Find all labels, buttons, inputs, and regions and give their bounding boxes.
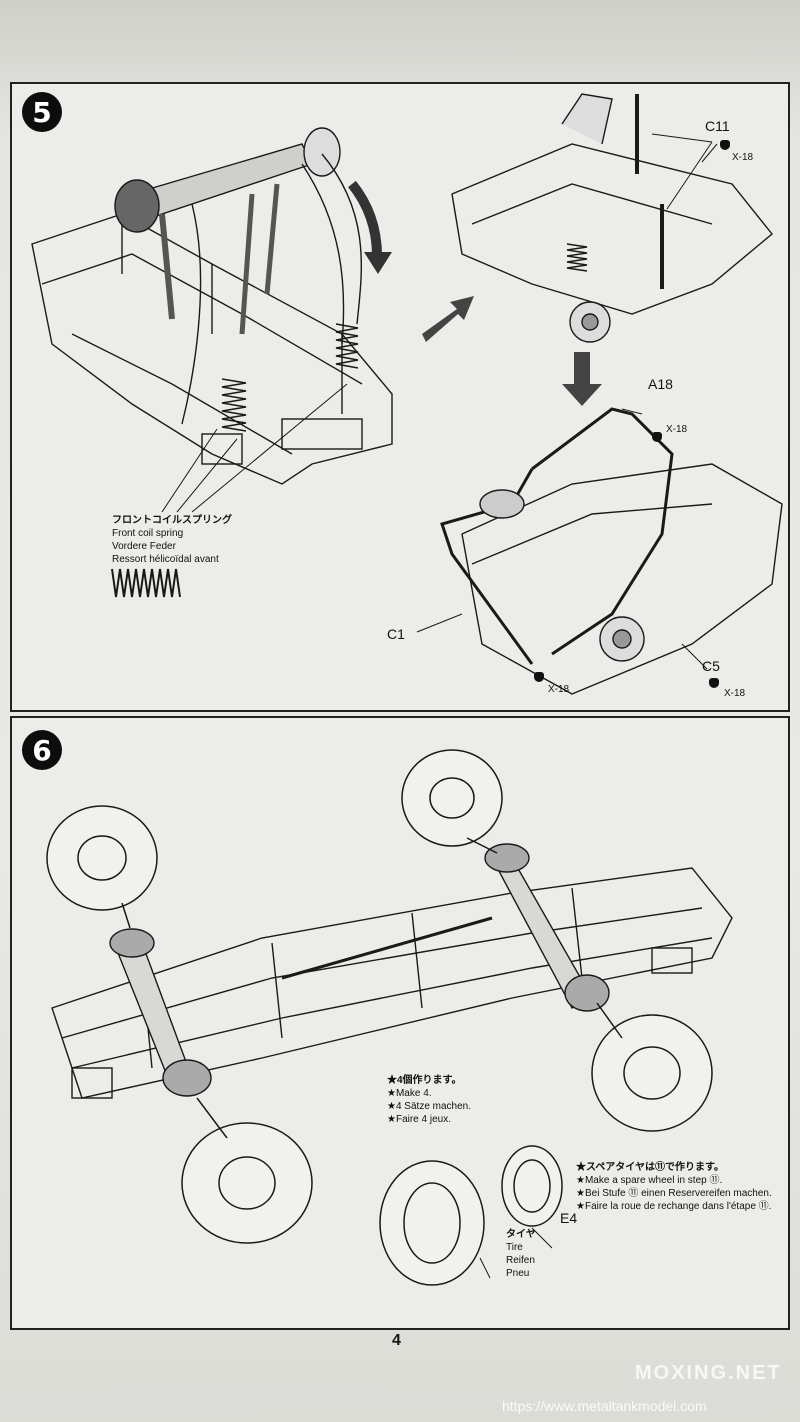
make-four-de: ★4 Sätze machen. (387, 1101, 472, 1112)
coil-springs (221, 323, 359, 432)
part-label-e4: E4 (560, 1210, 578, 1226)
screw-icon (534, 672, 544, 682)
shock-absorber-view (451, 93, 773, 343)
make-four-fr: ★Faire 4 jeux. (387, 1114, 451, 1125)
spring-caption-fr: Ressort hélicoïdal avant (112, 554, 219, 565)
make-four-jp: ★4個作ります。 (387, 1075, 462, 1086)
tire-jp: タイヤ (506, 1229, 536, 1240)
watermark-url: https://www.metaltankmodel.com (502, 1398, 707, 1414)
spare-wheel-note: ★スペアタイヤは⑪で作ります。 ★Make a spare wheel in s… (576, 1161, 772, 1213)
screw-label-a18: X-18 (666, 424, 688, 435)
make-four-en: ★Make 4. (387, 1088, 432, 1099)
spare-en: ★Make a spare wheel in step ⑪. (576, 1175, 723, 1186)
screw-icon (720, 140, 730, 150)
spring-caption-jp: フロントコイルスプリング (112, 515, 232, 526)
tire-en: Tire (506, 1242, 523, 1253)
screw-icon (652, 432, 662, 442)
tire-label: タイヤ Tire Reifen Pneu (506, 1228, 536, 1280)
part-label-c1: C1 (387, 626, 405, 642)
spare-de: ★Bei Stufe ⑪ einen Reservereifen machen. (576, 1188, 772, 1199)
watermark-brand: MOXING.NET (635, 1362, 782, 1384)
front-axle (114, 127, 363, 425)
part-label-c5: C5 (702, 658, 720, 674)
step-5-badge: 5 (22, 92, 62, 132)
tire-de: Reifen (506, 1255, 535, 1266)
spare-jp: ★スペアタイヤは⑪で作ります。 (576, 1162, 724, 1173)
tire-fr: Pneu (506, 1268, 530, 1279)
spring-caption: フロントコイルスプリング Front coil spring Vordere F… (112, 514, 232, 566)
stabilizer-view (416, 407, 783, 695)
part-label-a18: A18 (648, 376, 673, 392)
make-four-note: ★4個作ります。 ★Make 4. ★4 Sätze machen. ★Fair… (387, 1074, 471, 1126)
page-number: 4 (392, 1332, 401, 1349)
step-6-badge: 6 (22, 730, 62, 770)
spring-caption-de: Vordere Feder (112, 541, 176, 552)
spare-fr: ★Faire la roue de rechange dans l'étape … (576, 1201, 772, 1212)
screw-label-c1: X-18 (548, 684, 570, 695)
step-5-panel: 5 (10, 82, 790, 712)
step-5-drawing (31, 93, 783, 695)
part-label-c11: C11 (705, 118, 730, 134)
tire-and-wheel (379, 1145, 563, 1286)
wheels (46, 749, 713, 1244)
arrow-down (562, 352, 602, 406)
screw-label-c5: X-18 (724, 688, 746, 699)
screw-icon (709, 678, 719, 688)
step-6-panel: 6 (10, 716, 790, 1330)
install-arrow (348, 180, 382, 257)
arrow-right (422, 296, 474, 342)
screw-label-c11: X-18 (732, 152, 754, 163)
axles (109, 843, 610, 1097)
spring-caption-en: Front coil spring (112, 528, 184, 539)
step-6-drawing (46, 749, 733, 1286)
spring-sample-icon (111, 568, 181, 598)
